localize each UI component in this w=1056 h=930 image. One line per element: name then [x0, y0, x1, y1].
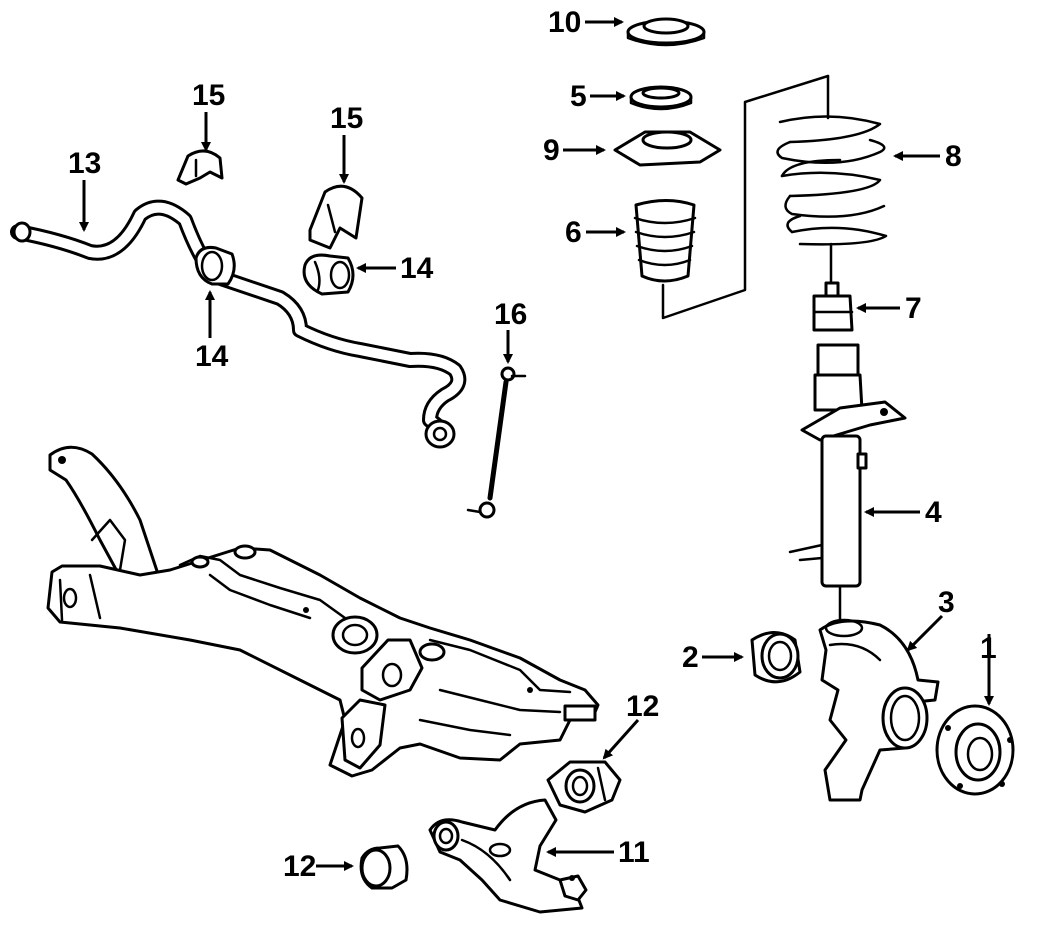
callout-11: 11 [546, 836, 650, 869]
callout-14b: 14 [356, 252, 434, 285]
callout-16-label: 16 [494, 298, 527, 331]
callout-4: 4 [864, 496, 942, 529]
callout-1: 1 [980, 632, 997, 706]
callout-7-label: 7 [905, 292, 922, 325]
callout-15b: 15 [330, 102, 363, 184]
part-6-dust-boot [633, 199, 697, 283]
part-7-rod-bushing [812, 281, 854, 332]
callout-8-label: 8 [945, 140, 962, 173]
callout-5: 5 [570, 80, 626, 113]
callout-9-label: 9 [543, 134, 560, 167]
callout-12b-label: 12 [626, 690, 659, 723]
callout-15b-label: 15 [330, 102, 363, 135]
callout-11-label: 11 [618, 836, 650, 869]
part-16-stabilizer-link [466, 366, 527, 519]
callout-9: 9 [543, 134, 606, 167]
callout-14b-label: 14 [400, 252, 434, 285]
part-10-mount-seat [626, 17, 706, 47]
callout-2-label: 2 [682, 641, 699, 674]
callout-7: 7 [856, 292, 922, 325]
callout-10: 10 [548, 6, 624, 39]
part-8-coil-spring [776, 74, 888, 287]
part-15-bracket [308, 184, 364, 250]
callout-12a-label: 12 [283, 850, 316, 883]
group-bracket [661, 74, 830, 320]
callout-14a: 14 [195, 290, 229, 373]
callout-8: 8 [893, 140, 962, 173]
part-14-bushing-loose [302, 253, 355, 296]
callout-10-label: 10 [548, 6, 581, 39]
callout-15a: 15 [192, 79, 225, 152]
part-15-clip-small [176, 149, 224, 186]
callout-4-label: 4 [925, 496, 942, 529]
callout-13-label: 13 [68, 147, 101, 180]
part-5-bearing [629, 85, 693, 111]
callout-15a-label: 15 [192, 79, 225, 112]
callout-2: 2 [682, 641, 744, 674]
callout-3: 3 [906, 586, 955, 652]
callout-5-label: 5 [570, 80, 587, 113]
callout-6-label: 6 [565, 216, 582, 249]
part-4-strut [788, 343, 907, 627]
part-14-bushing-on-bar [194, 246, 236, 286]
callout-12a: 12 [283, 850, 354, 883]
part-12-bushing-right [546, 760, 622, 814]
part-9-strut-mount [613, 130, 722, 167]
part-11-control-arm [428, 798, 588, 914]
part-3-knuckle [818, 618, 940, 802]
callout-12b: 12 [602, 690, 659, 760]
callout-6: 6 [565, 216, 626, 249]
part-13-stabilizer-bar [10, 199, 467, 449]
callout-13: 13 [68, 147, 101, 232]
part-2-wheel-bearing [750, 631, 802, 684]
callout-16: 16 [494, 298, 527, 364]
part-subframe [46, 445, 600, 778]
callout-3-label: 3 [938, 586, 955, 619]
part-1-hub [935, 704, 1015, 796]
callout-14a-label: 14 [195, 340, 229, 373]
part-12-bushing-left [359, 844, 409, 890]
